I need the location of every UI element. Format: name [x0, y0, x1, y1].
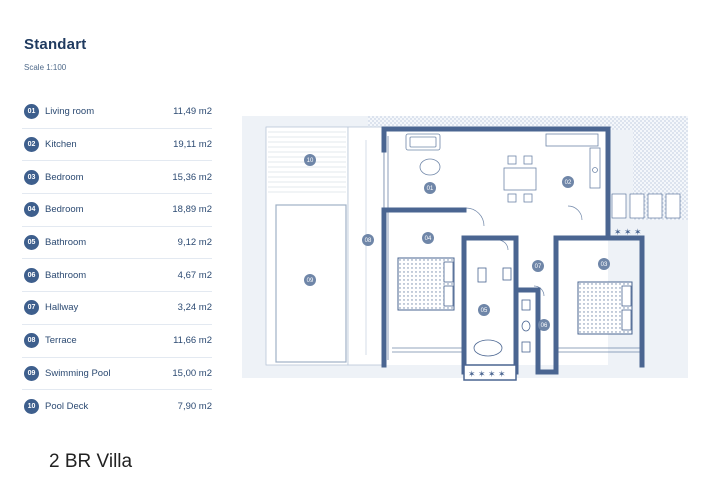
room-name: Pool Deck [45, 401, 89, 413]
marker-09: 09 [304, 274, 316, 286]
marker-08: 08 [362, 234, 374, 246]
svg-text:✶: ✶ [634, 227, 642, 237]
sofa [405, 133, 441, 151]
marker-10: 10 [304, 154, 316, 166]
room-number-badge: 02 [24, 137, 39, 153]
room-list: 01 Living room 11,49 m2 02 Kitchen 19,11… [22, 96, 212, 423]
room-name: Swimming Pool [45, 367, 111, 379]
svg-text:✶: ✶ [614, 227, 622, 237]
room-name: Living room [45, 106, 95, 118]
room-row: 08 Terrace 11,66 m2 [22, 325, 212, 358]
svg-text:06: 06 [541, 323, 548, 329]
svg-text:✶: ✶ [624, 227, 632, 237]
room-row: 01 Living room 11,49 m2 [22, 96, 212, 129]
room-area: 11,66 m2 [173, 335, 212, 347]
room-number-badge: 03 [24, 169, 39, 185]
room-number-badge: 01 [24, 104, 39, 120]
room-markers: 10 01 02 08 04 07 03 09 05 06 [304, 154, 610, 331]
room-number-badge: 05 [24, 235, 39, 251]
marker-02: 02 [562, 176, 574, 188]
room-row: 10 Pool Deck 7,90 m2 [22, 390, 212, 423]
dining-table [503, 155, 537, 203]
svg-text:09: 09 [307, 278, 314, 284]
svg-text:04: 04 [425, 236, 432, 242]
room-row: 09 Swimming Pool 15,00 m2 [22, 358, 212, 391]
bathroom-fixtures [473, 267, 531, 357]
star-tiles-right: ✶ ✶ ✶ [614, 227, 642, 237]
svg-text:08: 08 [365, 238, 372, 244]
room-area: 3,24 m2 [177, 302, 212, 314]
marker-01: 01 [424, 182, 436, 194]
coffee-table [419, 158, 441, 176]
svg-text:02: 02 [565, 180, 572, 186]
room-area: 7,90 m2 [177, 401, 212, 413]
svg-text:01: 01 [427, 186, 434, 192]
room-row: 05 Bathroom 9,12 m2 [22, 227, 212, 260]
room-area: 18,89 m2 [172, 204, 212, 216]
room-area: 4,67 m2 [177, 269, 212, 281]
plan-title: Standart [24, 36, 87, 53]
svg-text:✶: ✶ [468, 369, 476, 379]
door-swings [465, 205, 583, 297]
walls [381, 126, 645, 375]
room-row: 04 Bedroom 18,89 m2 [22, 194, 212, 227]
room-number-badge: 07 [24, 300, 39, 316]
room-area: 15,36 m2 [172, 171, 212, 183]
room-area: 11,49 m2 [173, 106, 212, 118]
kitchen-counter [545, 133, 601, 189]
bed-bedroom-03 [577, 281, 633, 335]
villa-caption: 2 BR Villa [49, 451, 133, 472]
room-number-badge: 08 [24, 333, 39, 349]
bed-bedroom-04 [397, 257, 455, 311]
room-name: Bathroom [45, 237, 87, 249]
room-area: 19,11 m2 [173, 139, 212, 151]
svg-text:03: 03 [601, 262, 608, 268]
room-number-badge: 10 [24, 399, 39, 415]
svg-text:✶: ✶ [488, 369, 496, 379]
room-area: 9,12 m2 [177, 237, 212, 249]
svg-text:07: 07 [535, 264, 542, 270]
room-row: 02 Kitchen 19,11 m2 [22, 129, 212, 162]
star-tiles-bottom: ✶ ✶ ✶ ✶ [463, 364, 517, 381]
tile-rows [611, 193, 681, 219]
room-name: Bedroom [45, 204, 84, 216]
room-name: Terrace [45, 335, 77, 347]
room-name: Bedroom [45, 171, 84, 183]
house-floor [384, 127, 608, 365]
room-name: Hallway [45, 302, 79, 314]
room-name: Kitchen [45, 139, 77, 151]
room-row: 03 Bedroom 15,36 m2 [22, 161, 212, 195]
room-number-badge: 06 [24, 267, 39, 283]
marker-06: 06 [538, 319, 550, 331]
room-number-badge: 09 [24, 365, 39, 381]
room-number-badge: 04 [24, 202, 39, 218]
marker-03: 03 [598, 258, 610, 270]
marker-07: 07 [532, 260, 544, 272]
svg-text:10: 10 [307, 158, 314, 164]
room-row: 07 Hallway 3,24 m2 [22, 292, 212, 325]
marker-05: 05 [478, 304, 490, 316]
floor-plan: ✶ ✶ ✶ ✶ ✶ ✶ ✶ 10 01 02 08 04 07 03 09 05… [242, 116, 688, 381]
svg-text:✶: ✶ [498, 369, 506, 379]
room-row: 06 Bathroom 4,67 m2 [22, 259, 212, 293]
svg-text:✶: ✶ [478, 369, 486, 379]
room-area: 15,00 m2 [172, 367, 212, 379]
plan-scale: Scale 1:100 [24, 63, 67, 72]
marker-04: 04 [422, 232, 434, 244]
room-name: Bathroom [45, 269, 87, 281]
svg-text:05: 05 [481, 308, 488, 314]
